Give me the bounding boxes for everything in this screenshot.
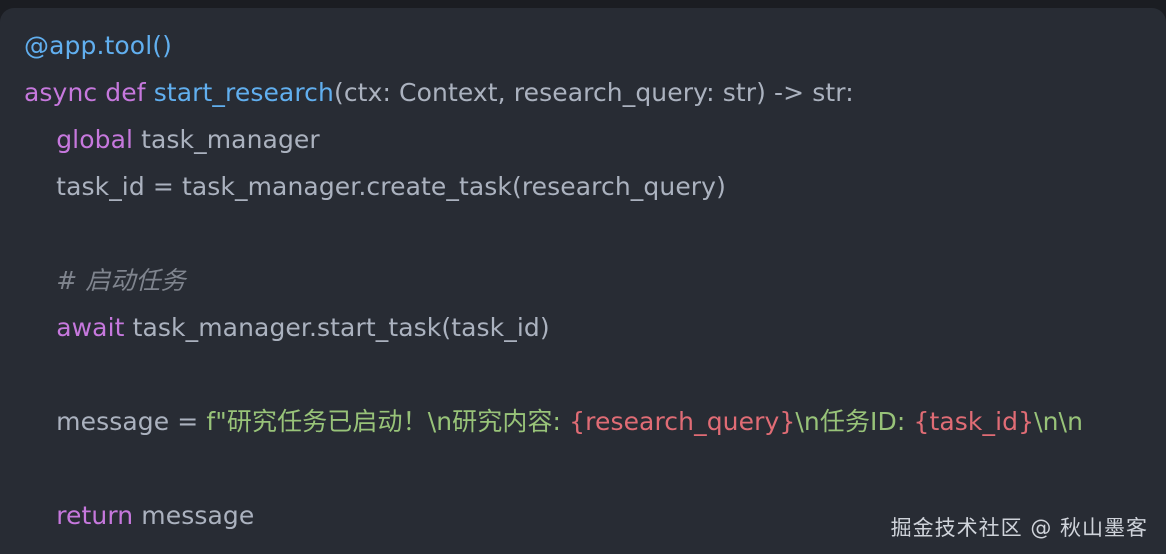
code-line: global task_manager — [24, 116, 1166, 163]
code-card: @app.tool() async def start_research(ctx:… — [0, 8, 1166, 554]
code-line: async def start_research(ctx: Context, r… — [24, 69, 1166, 116]
code-token-plain: message — [133, 501, 255, 530]
code-line — [24, 445, 1166, 492]
code-token-keyword: await — [56, 313, 125, 342]
code-token-plain — [24, 313, 56, 342]
code-token-plain — [24, 125, 56, 154]
code-token-plain: message = — [24, 407, 207, 436]
code-token-string: f"研究任务已启动！\n研究内容: — [206, 407, 570, 436]
code-token-plain: task_manager.start_task(task_id) — [124, 313, 550, 342]
code-token-string: \n任务ID: — [795, 407, 914, 436]
code-token-interp: {research_query} — [569, 407, 796, 436]
code-line: # 启动任务 — [24, 257, 1166, 304]
code-line: await task_manager.start_task(task_id) — [24, 304, 1166, 351]
code-token-keyword: return — [56, 501, 134, 530]
code-line: message = f"研究任务已启动！\n研究内容: {research_qu… — [24, 398, 1166, 445]
code-token-plain: task_id = task_manager.create_task(resea… — [24, 172, 726, 201]
code-token-decorator: @app.tool() — [24, 31, 172, 60]
code-token-plain: (ctx: Context, research_query: str) -> s… — [333, 78, 854, 107]
code-token-comment: # 启动任务 — [56, 266, 186, 295]
code-line: return message — [24, 492, 1166, 539]
code-line — [24, 351, 1166, 398]
code-line: @app.tool() — [24, 22, 1166, 69]
code-token-plain — [24, 266, 56, 295]
code-token-string: \n\n — [1034, 407, 1084, 436]
code-token-plain — [24, 501, 56, 530]
code-token-keyword: async def — [24, 78, 154, 107]
code-line: task_id = task_manager.create_task(resea… — [24, 163, 1166, 210]
code-token-interp: {task_id} — [913, 407, 1035, 436]
code-line — [24, 210, 1166, 257]
code-token-keyword: global — [56, 125, 134, 154]
code-token-func: start_research — [153, 78, 334, 107]
code-token-plain: task_manager — [133, 125, 320, 154]
code-block: @app.tool() async def start_research(ctx:… — [24, 22, 1166, 539]
